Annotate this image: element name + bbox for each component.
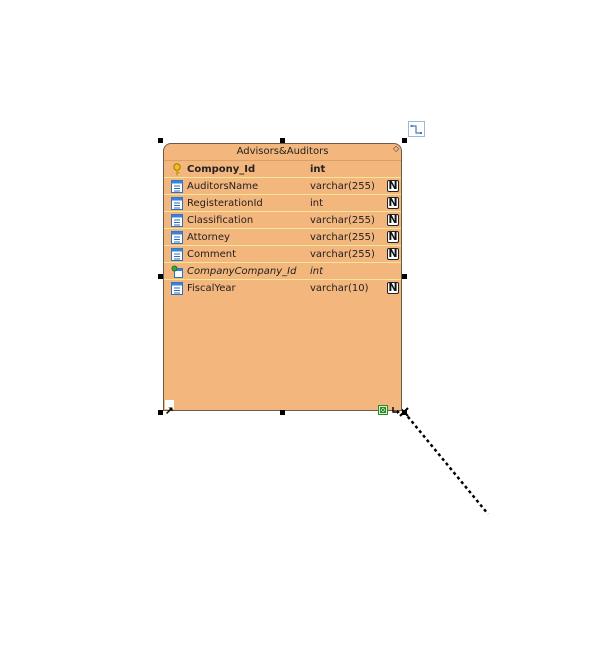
selection-handle-top[interactable] (280, 138, 285, 143)
nullable-icon: N (387, 179, 399, 192)
nullable-icon: N (387, 281, 399, 294)
column-row[interactable]: RegisterationId int N (164, 195, 401, 212)
column-type: varchar(255) (310, 232, 375, 243)
column-name: FiscalYear (187, 283, 236, 294)
column-list: Compony_Id int AuditorsName varchar(255)… (164, 161, 401, 297)
column-row[interactable]: Classification varchar(255) N (164, 212, 401, 229)
column-icon (171, 248, 183, 261)
foreign-key-icon (171, 265, 183, 278)
selection-handle-right[interactable] (402, 274, 407, 279)
column-name: AuditorsName (187, 181, 259, 192)
collapse-icon[interactable]: ◇ (393, 144, 400, 153)
column-name: Comment (187, 249, 236, 260)
nullable-icon: N (387, 247, 399, 260)
column-type: int (310, 266, 324, 277)
column-type: varchar(255) (310, 249, 375, 260)
expand-arrow-icon[interactable] (165, 400, 174, 414)
column-row[interactable]: FiscalYear varchar(10) N (164, 280, 401, 297)
entity-advisors-auditors[interactable]: Advisors&Auditors ◇ Compony_Id int (163, 143, 402, 411)
model-element-icon[interactable] (378, 400, 388, 415)
nullable-icon: N (387, 230, 399, 243)
column-type: varchar(255) (310, 215, 375, 226)
column-icon (171, 282, 183, 295)
resize-icon[interactable] (392, 400, 401, 414)
column-name: CompanyCompany_Id (187, 266, 297, 277)
column-name: Classification (187, 215, 254, 226)
column-row[interactable]: CompanyCompany_Id int (164, 263, 401, 280)
column-icon (171, 231, 183, 244)
selection-handle-bottom-left[interactable] (158, 410, 163, 415)
column-name: Attorney (187, 232, 230, 243)
column-type: varchar(10) (310, 283, 369, 294)
column-row[interactable]: Compony_Id int (164, 161, 401, 178)
column-row[interactable]: AuditorsName varchar(255) N (164, 178, 401, 195)
selection-handle-bottom-right[interactable] (402, 410, 407, 415)
column-type: int (310, 164, 326, 175)
column-row[interactable]: Attorney varchar(255) N (164, 229, 401, 246)
column-row[interactable]: Comment varchar(255) N (164, 246, 401, 263)
column-type: varchar(255) (310, 181, 375, 192)
column-type: int (310, 198, 324, 209)
nullable-icon: N (387, 196, 399, 209)
column-name: Compony_Id (187, 164, 256, 175)
primary-key-icon (171, 163, 183, 176)
column-icon (171, 180, 183, 193)
selection-handle-top-right[interactable] (402, 138, 407, 143)
column-icon (171, 214, 183, 227)
entity-title[interactable]: Advisors&Auditors (164, 144, 401, 161)
connector-icon[interactable] (408, 121, 425, 137)
column-icon (171, 197, 183, 210)
selection-handle-top-left[interactable] (158, 138, 163, 143)
selection-handle-bottom[interactable] (280, 410, 285, 415)
nullable-icon: N (387, 213, 399, 226)
selection-handle-left[interactable] (158, 274, 163, 279)
column-name: RegisterationId (187, 198, 263, 209)
